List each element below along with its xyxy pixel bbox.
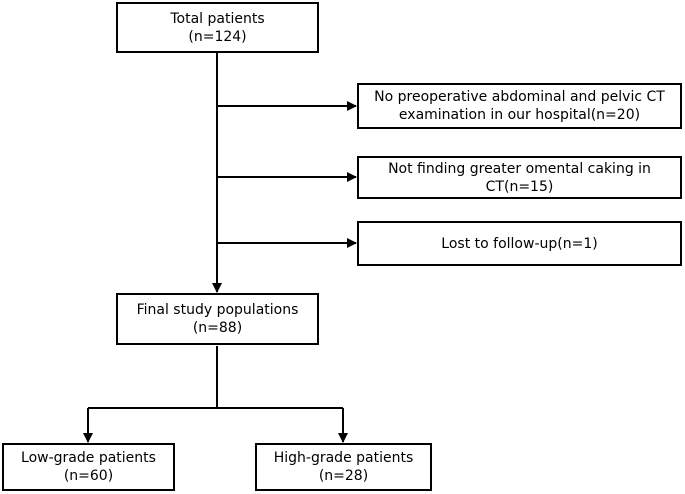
final-study-count: (n=88) [192,320,243,336]
high-grade-label: High-grade patients [273,450,414,466]
low-grade-label: Low-grade patients [21,450,156,466]
high-grade-box: High-grade patients (n=28) [255,443,432,491]
final-study-box: Final study populations (n=88) [116,293,319,345]
low-grade-count: (n=60) [63,468,114,484]
total-patients-label: Total patients [170,10,265,27]
high-grade-count: (n=28) [318,468,369,484]
total-patients-box: Total patients (n=124) [116,2,319,53]
total-patients-count: (n=124) [188,28,247,45]
low-grade-box: Low-grade patients (n=60) [2,443,175,491]
exclusion-no-caking-box: Not finding greater omental caking in CT… [357,156,682,199]
exclusion-lost-followup-label: Lost to follow-up(n=1) [441,235,598,252]
exclusion-no-ct-line1: No preoperative abdominal and pelvic CT [374,89,665,105]
exclusion-no-ct-box: No preoperative abdominal and pelvic CT … [357,83,682,129]
exclusion-no-caking-label: Not finding greater omental caking in CT… [388,160,651,195]
exclusion-no-ct-line2: examination in our hospital(n=20) [398,107,641,123]
final-study-label: Final study populations [136,302,299,318]
exclusion-lost-followup-box: Lost to follow-up(n=1) [357,221,682,266]
